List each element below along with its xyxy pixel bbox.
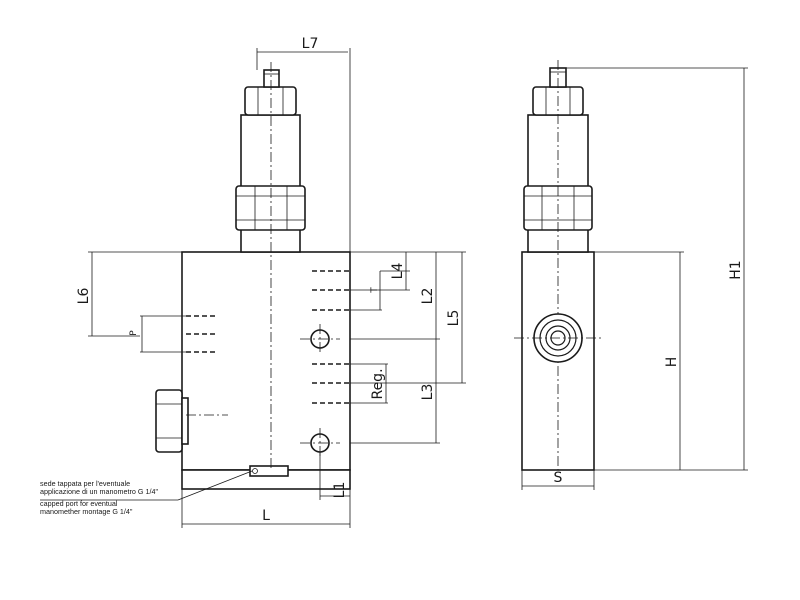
note-leader-line <box>177 470 253 501</box>
adjusting-screw <box>263 69 280 88</box>
note-line-4: manomether montage G 1/4" <box>40 507 133 516</box>
dim-label-l6: L6 <box>76 288 92 305</box>
dim-label-l7: L7 <box>302 36 319 52</box>
note-line-3: capped port for eventual <box>40 499 118 508</box>
note-line-1: sede tappata per l'eventuale <box>40 479 130 488</box>
large-hex-nut <box>235 185 306 231</box>
front-view: L7 L6 P L4 T L2 L5 Reg. <box>40 36 466 528</box>
cartridge-housing <box>240 114 301 253</box>
dim-label-s: S <box>554 470 563 486</box>
dim-label-l1: L1 <box>332 482 348 499</box>
dim-label-l5: L5 <box>446 310 462 327</box>
plug-marker <box>252 468 258 474</box>
capped-port-note: sede tappata per l'eventuale applicazion… <box>40 479 158 516</box>
dim-label-p: P <box>129 330 139 336</box>
dim-label-l3: L3 <box>420 384 436 401</box>
side-view: H H1 S <box>514 60 748 490</box>
side-hex-plug <box>155 389 183 453</box>
dim-label-l: L <box>262 508 270 524</box>
dim-label-reg: Reg. <box>370 368 386 399</box>
dim-label-h: H <box>664 357 680 368</box>
dim-label-h1: H1 <box>728 260 744 279</box>
dim-label-t: T <box>370 287 380 294</box>
side-plug-collar <box>181 397 189 445</box>
dim-label-l4: L4 <box>390 263 406 280</box>
note-line-2: applicazione di un manometro G 1/4" <box>40 487 158 496</box>
small-hex-nut <box>244 86 297 116</box>
capped-port-plug <box>249 465 289 477</box>
dim-label-l2: L2 <box>420 288 436 305</box>
